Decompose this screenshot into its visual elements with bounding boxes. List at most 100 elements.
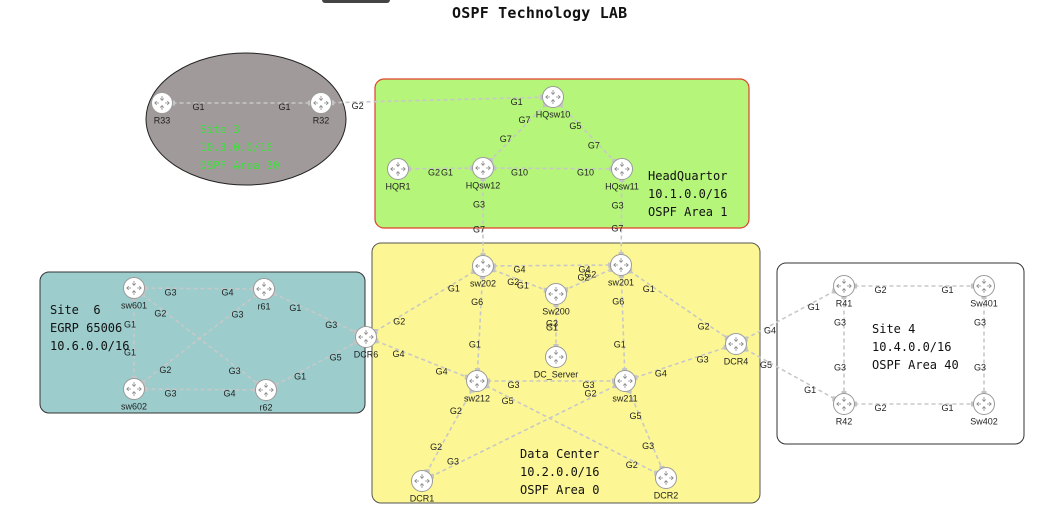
node-DCR1[interactable]: DCR1 bbox=[410, 470, 435, 504]
node-HQsw12[interactable]: HQsw12 bbox=[466, 157, 501, 191]
node-sw202[interactable]: sw202 bbox=[470, 255, 496, 289]
router-icon bbox=[542, 86, 564, 108]
link-sw201-sw211[interactable] bbox=[620, 275, 626, 371]
port-label: G7 bbox=[500, 134, 512, 144]
port-label: G3 bbox=[229, 366, 241, 376]
port-label: G2 bbox=[393, 316, 405, 326]
router-icon bbox=[973, 275, 995, 297]
port-label: G3 bbox=[232, 309, 244, 319]
node-sw602[interactable]: sw602 bbox=[121, 378, 147, 412]
port-label: G4 bbox=[223, 389, 235, 399]
port-label: G2 bbox=[584, 389, 596, 399]
router-arrows-icon bbox=[728, 337, 744, 351]
node-DCR2[interactable]: DCR2 bbox=[654, 467, 679, 501]
node-DCR4[interactable]: DCR4 bbox=[724, 333, 749, 367]
node-HQR1[interactable]: HQR1 bbox=[385, 158, 411, 192]
node-R33[interactable]: R33 bbox=[151, 92, 173, 126]
node-R41[interactable]: R41 bbox=[833, 275, 855, 309]
link-sw201-DCR4[interactable] bbox=[629, 270, 728, 339]
link-R32-HQsw10[interactable] bbox=[331, 96, 543, 104]
router-arrows-icon bbox=[613, 258, 629, 272]
link-sw212-DCR1[interactable] bbox=[426, 389, 473, 473]
link-HQsw10-HQsw12[interactable] bbox=[489, 103, 547, 162]
node-DCR6[interactable]: DCR6 bbox=[354, 326, 379, 360]
node-R42[interactable]: R42 bbox=[833, 393, 855, 427]
node-sw212[interactable]: sw212 bbox=[464, 370, 490, 404]
node-Sw401[interactable]: Sw401 bbox=[970, 275, 998, 309]
top-tab-handle[interactable] bbox=[322, 0, 390, 3]
link-DCR4-R42[interactable] bbox=[744, 348, 836, 400]
router-arrows-icon bbox=[256, 282, 272, 296]
port-label: G3 bbox=[834, 318, 846, 328]
port-label: G2 bbox=[428, 168, 440, 178]
link-r61-DCR6[interactable] bbox=[273, 292, 357, 334]
port-label: G3 bbox=[974, 363, 986, 373]
router-arrows-icon bbox=[154, 96, 170, 110]
link-sw602-r61[interactable] bbox=[141, 294, 257, 384]
link-HQR1-HQsw12[interactable] bbox=[408, 167, 473, 170]
link-sw202-sw201[interactable] bbox=[493, 264, 611, 267]
link-DCR4-R41[interactable] bbox=[744, 290, 836, 340]
port-label: G1 bbox=[124, 320, 136, 330]
link-sw211-DCR1[interactable] bbox=[431, 384, 616, 478]
node-r62[interactable]: r62 bbox=[255, 379, 277, 413]
node-Sw402[interactable]: Sw402 bbox=[970, 393, 998, 427]
node-HQsw10[interactable]: HQsw10 bbox=[536, 86, 571, 120]
node-R32[interactable]: R32 bbox=[310, 92, 332, 126]
node-Sw200[interactable]: Sw200 bbox=[542, 283, 570, 317]
port-label: G1 bbox=[941, 403, 953, 413]
port-label: G3 bbox=[582, 380, 594, 390]
link-sw602-r62[interactable] bbox=[144, 388, 256, 391]
port-label: G2 bbox=[584, 269, 596, 279]
link-sw212-DCR2[interactable] bbox=[485, 385, 658, 474]
port-label: G2 bbox=[874, 285, 886, 295]
router-arrows-icon bbox=[617, 374, 633, 388]
router-icon bbox=[123, 277, 145, 299]
node-sw201[interactable]: sw201 bbox=[608, 254, 634, 288]
port-label: G1 bbox=[511, 97, 523, 107]
port-label: G3 bbox=[834, 363, 846, 373]
router-icon bbox=[472, 255, 494, 277]
link-sw202-sw212[interactable] bbox=[476, 276, 484, 371]
port-label: G4 bbox=[655, 368, 667, 378]
node-HQsw11[interactable]: HQsw11 bbox=[605, 158, 639, 192]
link-sw201-Sw200[interactable] bbox=[565, 268, 612, 291]
router-arrows-icon bbox=[545, 90, 561, 104]
port-label: G5 bbox=[502, 396, 514, 406]
port-label: G4 bbox=[436, 366, 448, 376]
node-sw601[interactable]: sw601 bbox=[121, 277, 147, 311]
router-arrows-icon bbox=[976, 279, 992, 293]
link-r62-DCR6[interactable] bbox=[274, 341, 358, 386]
node-label: Sw200 bbox=[542, 307, 570, 317]
node-DC_Server[interactable]: DC_Server bbox=[534, 346, 579, 380]
link-sw211-DCR4[interactable] bbox=[634, 346, 727, 379]
link-sw202-Sw200[interactable] bbox=[492, 269, 547, 291]
link-HQsw11-sw201[interactable] bbox=[620, 179, 623, 255]
router-icon bbox=[973, 393, 995, 415]
link-HQsw12-HQsw11[interactable] bbox=[493, 167, 612, 170]
link-HQsw10-HQsw11[interactable] bbox=[559, 104, 616, 162]
link-sw211-DCR2[interactable] bbox=[628, 390, 663, 469]
node-label: R32 bbox=[313, 116, 330, 126]
node-label: R42 bbox=[836, 417, 853, 427]
node-sw211[interactable]: sw211 bbox=[612, 370, 638, 404]
router-icon bbox=[610, 254, 632, 276]
router-icon bbox=[355, 326, 377, 348]
router-arrows-icon bbox=[548, 287, 564, 301]
node-label: HQsw12 bbox=[466, 181, 501, 191]
port-label: G10 bbox=[577, 168, 594, 178]
port-label: G3 bbox=[697, 354, 709, 364]
port-label: G1 bbox=[289, 303, 301, 313]
port-label: G3 bbox=[642, 441, 654, 451]
node-label: DCR2 bbox=[654, 491, 679, 501]
zone-dc bbox=[371, 242, 761, 504]
zone-site6-text-line: EGRP 65006 bbox=[50, 321, 122, 335]
link-DCR6-sw202[interactable] bbox=[374, 270, 475, 333]
port-label: G2 bbox=[577, 272, 589, 282]
link-DCR6-sw212[interactable] bbox=[375, 340, 468, 378]
router-icon bbox=[151, 92, 173, 114]
node-r61[interactable]: r61 bbox=[253, 278, 275, 312]
port-label: G1 bbox=[278, 102, 290, 112]
